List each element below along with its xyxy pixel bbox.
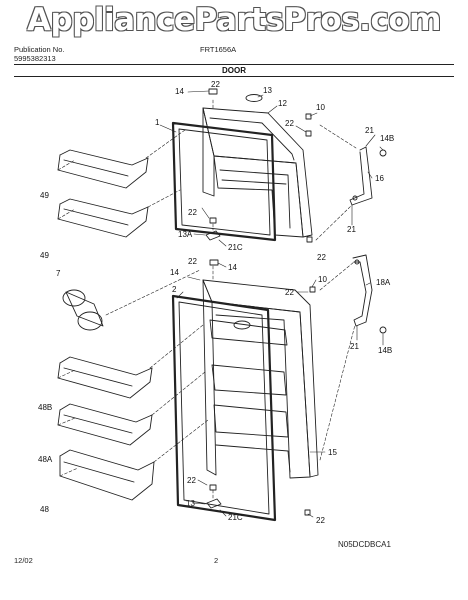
callout-22: 22	[316, 516, 325, 525]
door-shelf-48	[59, 449, 155, 501]
watermark: AppliancePartsPros.com	[27, 2, 441, 38]
issue-date: 12/02	[14, 556, 33, 565]
callout-22: 22	[317, 253, 326, 262]
lower-hinge	[352, 254, 387, 334]
callout-22: 22	[188, 208, 197, 217]
callout-14: 14	[175, 87, 184, 96]
callout-14b: 14B	[378, 346, 392, 355]
callout-48a: 48A	[38, 455, 53, 464]
callout-22: 22	[285, 119, 294, 128]
upper-small-parts	[205, 88, 313, 243]
freezer-door-gasket	[171, 121, 277, 242]
drawing-code: N05DCDBCA1	[338, 540, 391, 549]
freezer-door-shelf-bottom	[57, 198, 149, 238]
callout-22: 22	[187, 476, 196, 485]
callout-14: 14	[228, 263, 237, 272]
title-rule	[14, 76, 454, 77]
fresh-food-door-liner	[202, 279, 319, 479]
callout-21: 21	[347, 225, 356, 234]
callout-15: 15	[328, 448, 337, 457]
callout-16: 16	[375, 174, 384, 183]
page-number: 2	[214, 556, 219, 565]
freezer-door-shelf-top	[57, 149, 149, 189]
door-shelf-48b	[57, 356, 153, 399]
callout-14: 14	[170, 268, 179, 277]
callout-49: 49	[40, 251, 49, 260]
dairy-compartment	[62, 289, 104, 331]
model-number: FRT1656A	[200, 45, 237, 54]
callout-22: 22	[285, 288, 294, 297]
callout-10: 10	[316, 103, 325, 112]
callout-14b: 14B	[380, 134, 394, 143]
lower-small-parts	[206, 259, 316, 516]
publication-number: 5995382313	[14, 54, 56, 63]
callout-7: 7	[56, 269, 61, 278]
callout-48: 48	[40, 505, 49, 514]
callout-1: 1	[155, 118, 160, 127]
callout-18a: 18A	[376, 278, 391, 287]
callout-10: 10	[318, 275, 327, 284]
callout-leaders	[159, 90, 384, 518]
fresh-food-door-gasket	[171, 294, 277, 522]
publication-label: Publication No.	[14, 45, 65, 54]
callout-12: 13	[263, 86, 272, 95]
freezer-door-liner	[202, 94, 313, 238]
callout-2: 2	[172, 285, 177, 294]
callout-49: 49	[40, 191, 49, 200]
callout-22: 22	[188, 257, 197, 266]
callout-13-label: 13	[186, 499, 195, 508]
section-title: DOOR	[222, 66, 246, 75]
callout-21: 21	[365, 126, 374, 135]
callout-21c: 21C	[228, 513, 243, 522]
callout-21c: 21C	[228, 243, 243, 252]
callout-13a: 13A	[178, 230, 193, 239]
callout-21: 21	[350, 342, 359, 351]
leader-lines	[57, 99, 357, 499]
header-rule	[14, 64, 454, 65]
door-shelf-48a	[57, 403, 153, 446]
callout-11: 12	[278, 99, 287, 108]
callout-48b: 48B	[38, 403, 52, 412]
callout-22: 22	[211, 80, 220, 89]
